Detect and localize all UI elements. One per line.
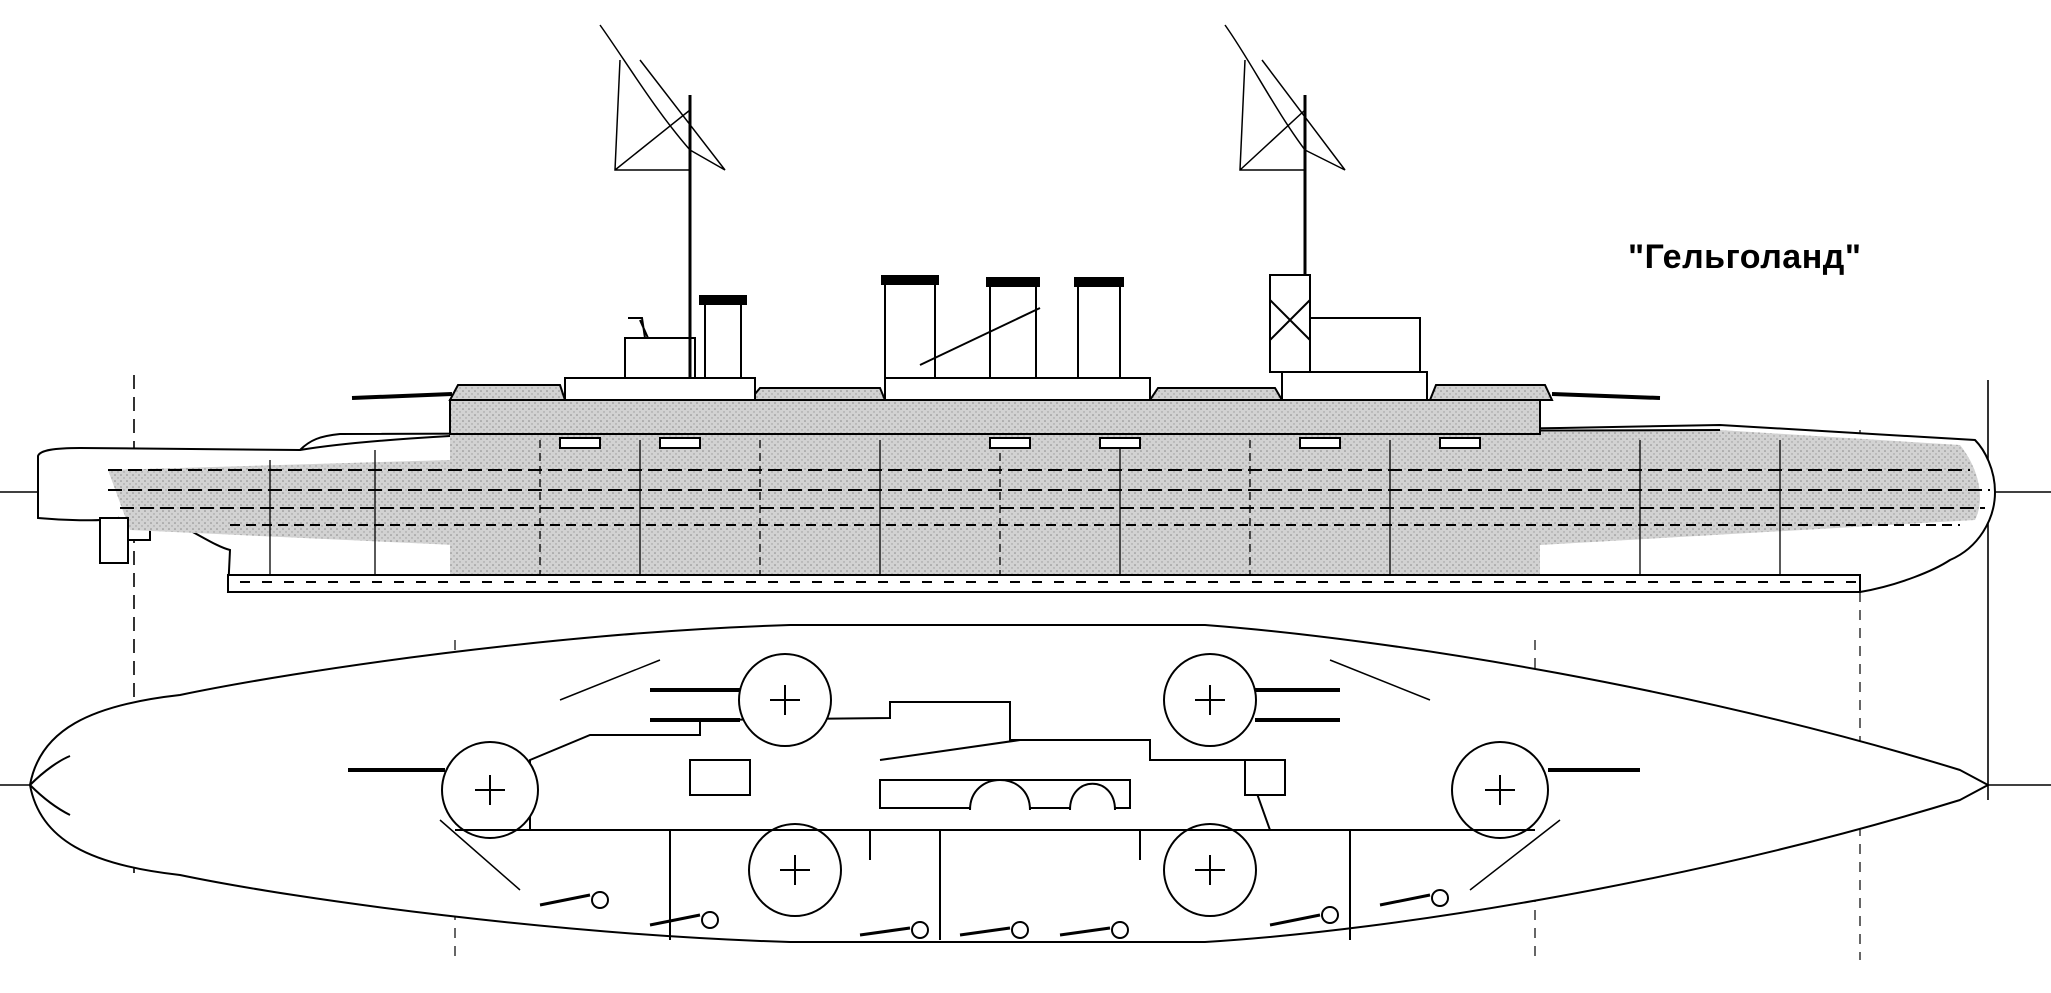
upper-deck-line <box>300 430 1720 450</box>
secondary-guns <box>540 895 1430 935</box>
turret-plan-stbd-fwd <box>1164 824 1256 916</box>
turret-plan-fwd <box>1452 742 1548 838</box>
turret-fwd <box>1430 385 1552 400</box>
gun-fwd <box>1552 394 1660 398</box>
aft-crane <box>628 318 648 338</box>
aft-tower <box>705 300 741 378</box>
bridge-plan <box>690 760 750 795</box>
turret-plan-aft <box>442 742 538 838</box>
turret-plan-port-fwd <box>1164 654 1256 746</box>
boat-crane <box>920 308 1040 365</box>
casemate-deck <box>450 400 1540 434</box>
aft-bridge <box>625 338 695 378</box>
funnel-2 <box>990 282 1036 378</box>
turret-aft <box>450 385 565 400</box>
bridge-plan-2 <box>1245 760 1285 795</box>
aft-superstructure <box>565 378 755 400</box>
funnel-3 <box>1078 282 1120 378</box>
turret-plan-port-aft <box>739 654 831 746</box>
funnel-plan-2 <box>1070 784 1115 810</box>
ship-title: "Гельголанд" <box>1628 238 1862 276</box>
fwd-bridge <box>1310 318 1420 372</box>
funnel-2-cap <box>987 278 1039 286</box>
mid-superstructure <box>885 378 1150 400</box>
stern-rudder <box>100 518 128 563</box>
hull-frames <box>270 440 1780 575</box>
funnel-1 <box>885 278 935 378</box>
aft-mast-rigging <box>600 25 725 170</box>
turret-fwd-2 <box>1150 388 1282 400</box>
gun-aft <box>352 394 452 398</box>
funnel-1-cap <box>882 276 938 284</box>
bow-tip <box>30 756 70 815</box>
keel-strip <box>228 575 1860 592</box>
fwd-mast-rigging <box>1225 25 1345 170</box>
fwd-superstructure <box>1282 372 1427 400</box>
top-plan <box>30 625 1988 942</box>
casemate-ports <box>560 438 1480 448</box>
secondary-gun-mounts <box>592 890 1448 938</box>
funnel-plan <box>970 780 1030 810</box>
turrets-elevation <box>352 385 1660 400</box>
side-elevation <box>38 25 1995 592</box>
fwd-tower <box>1270 275 1310 372</box>
funnel-3-cap <box>1075 278 1123 286</box>
turret-aft-2 <box>750 388 885 400</box>
turret-plan-stbd-aft <box>749 824 841 916</box>
